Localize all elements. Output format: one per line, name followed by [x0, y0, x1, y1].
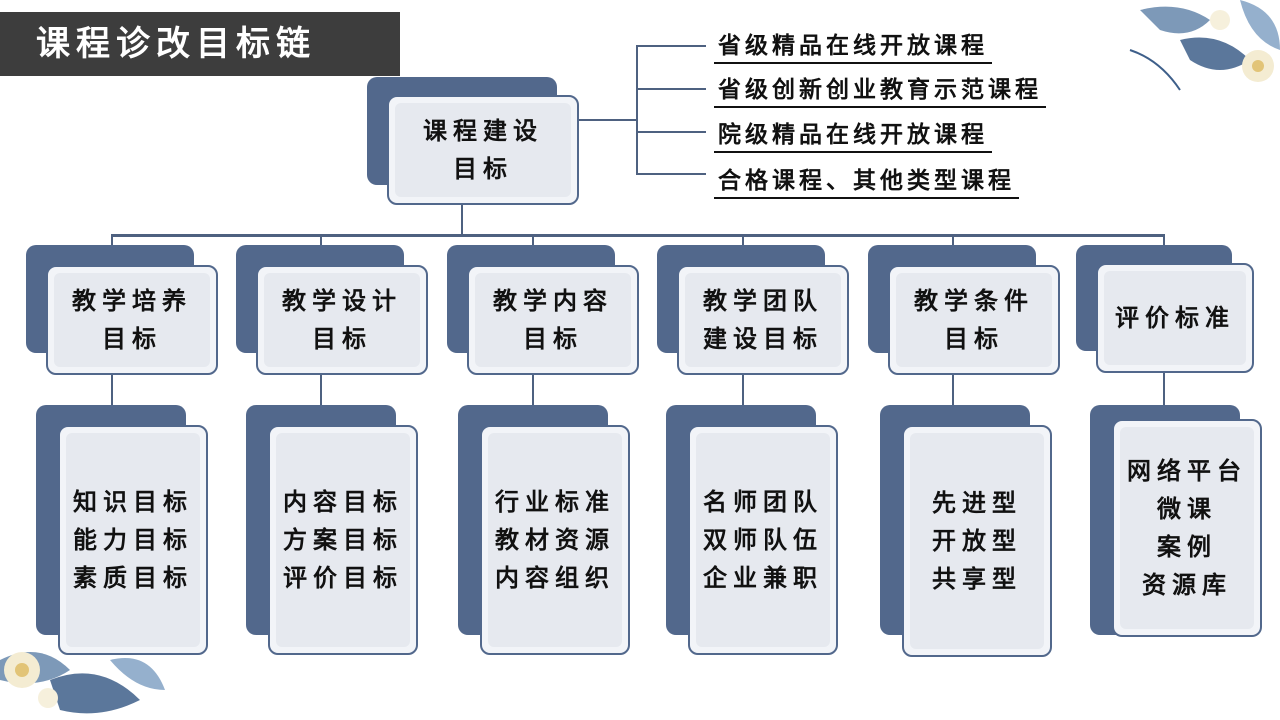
- goal-detail-label: 内容目标 方案目标 评价目标: [283, 488, 403, 592]
- goal-header-card: 评价标准: [1076, 245, 1254, 373]
- goal-header-label: 教学条件 目标: [914, 287, 1034, 353]
- goal-detail-label: 先进型 开放型 共享型: [932, 489, 1022, 593]
- goal-detail-card: 网络平台 微课 案例 资源库: [1090, 405, 1262, 637]
- course-level-item: 合格课程、其他类型课程: [714, 161, 1019, 199]
- goal-header-label: 评价标准: [1115, 304, 1235, 332]
- page-title: 课程诊改目标链: [0, 12, 400, 76]
- goal-detail-label: 名师团队 双师队伍 企业兼职: [703, 488, 823, 592]
- goal-detail-card: 内容目标 方案目标 评价目标: [246, 405, 418, 655]
- goal-header-label: 教学内容 目标: [493, 287, 613, 353]
- goal-header-card: 教学团队 建设目标: [657, 245, 849, 375]
- course-level-item: 省级精品在线开放课程: [714, 26, 992, 64]
- goal-detail-card: 知识目标 能力目标 素质目标: [36, 405, 208, 655]
- goal-detail-label: 网络平台 微课 案例 资源库: [1127, 457, 1247, 599]
- goal-header-label: 教学培养 目标: [72, 287, 192, 353]
- goal-detail-card: 行业标准 教材资源 内容组织: [458, 405, 630, 655]
- goal-header-card: 教学培养 目标: [26, 245, 218, 375]
- goal-detail-label: 知识目标 能力目标 素质目标: [73, 488, 193, 592]
- course-level-item: 院级精品在线开放课程: [714, 115, 992, 153]
- flower-decoration-top-right: [1129, 0, 1280, 91]
- goal-header-card: 教学条件 目标: [868, 245, 1060, 375]
- root-node-label: 课程建设 目标: [423, 117, 543, 183]
- root-node: 课程建设 目标: [367, 77, 579, 205]
- goal-detail-label: 行业标准 教材资源 内容组织: [495, 488, 615, 592]
- goal-header-card: 教学内容 目标: [447, 245, 639, 375]
- goal-header-label: 教学设计 目标: [282, 287, 402, 353]
- goal-header-card: 教学设计 目标: [236, 245, 428, 375]
- goal-header-label: 教学团队 建设目标: [703, 287, 823, 353]
- goal-detail-card: 先进型 开放型 共享型: [880, 405, 1052, 657]
- goal-detail-card: 名师团队 双师队伍 企业兼职: [666, 405, 838, 655]
- flower-decoration-bottom-left: [0, 652, 165, 714]
- course-level-item: 省级创新创业教育示范课程: [714, 70, 1046, 108]
